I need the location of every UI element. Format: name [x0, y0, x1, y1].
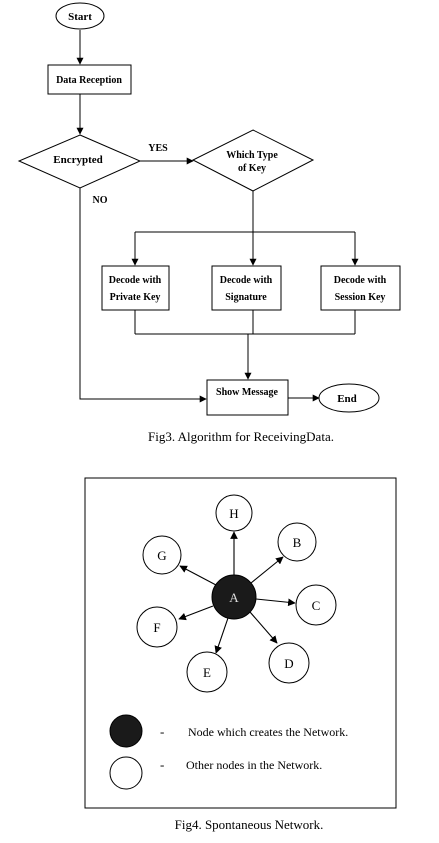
decode-private-label-2: Private Key — [110, 292, 161, 303]
edge-a-c — [255, 598, 296, 607]
decode-session-label-2: Session Key — [335, 292, 386, 303]
legend-other-label: Other nodes in the Network. — [186, 758, 322, 772]
network-nodes — [136, 494, 337, 693]
node-d-label: D — [284, 656, 293, 671]
node-a-label: A — [229, 590, 239, 605]
encrypted-label: Encrypted — [53, 154, 103, 166]
edge-a-g — [179, 565, 217, 586]
start-label: Start — [68, 11, 92, 23]
encrypted-decision — [17, 134, 142, 189]
end-label: End — [337, 393, 357, 405]
which-type-label-1: Which Type — [226, 150, 278, 161]
node-b — [277, 522, 317, 562]
show-message-label: Show Message — [216, 387, 279, 398]
node-h — [215, 494, 253, 532]
node-h-label: H — [229, 506, 238, 521]
end-node — [318, 383, 380, 413]
data-reception-label: Data Reception — [56, 75, 122, 86]
node-e-label: E — [203, 665, 211, 680]
node-a — [211, 574, 257, 620]
decode-private-box — [101, 265, 170, 311]
decode-signature-box — [211, 265, 282, 311]
network-node-labels: A H B C D E F G — [153, 506, 320, 680]
decode-signature-label-2: Signature — [225, 292, 267, 303]
fig4-caption: Fig4. Spontaneous Network. — [175, 817, 324, 832]
node-g — [142, 535, 182, 575]
data-reception-box — [47, 64, 132, 95]
show-message-box — [206, 379, 289, 416]
decode-session-box — [320, 265, 401, 311]
node-g-label: G — [157, 548, 166, 563]
network-legend: - Node which creates the Network. - Othe… — [109, 714, 348, 790]
network-frame — [84, 477, 397, 809]
decode-private-label-1: Decode with — [109, 275, 162, 286]
node-f-label: F — [153, 620, 160, 635]
node-e — [186, 651, 228, 693]
legend-creator-label: Node which creates the Network. — [188, 725, 348, 739]
yes-label: YES — [148, 143, 168, 154]
network-edges — [178, 531, 296, 654]
node-f — [136, 606, 178, 648]
fig3-caption: Fig3. Algorithm for ReceivingData. — [148, 429, 334, 444]
legend-creator-swatch — [109, 714, 143, 748]
edge-a-b — [250, 556, 284, 584]
node-c — [295, 584, 337, 626]
which-type-label-2: of Key — [238, 163, 266, 174]
node-b-label: B — [293, 535, 302, 550]
legend-dash-1: - — [160, 724, 164, 739]
edge-a-f — [178, 605, 214, 621]
node-d — [268, 642, 310, 684]
node-c-label: C — [312, 598, 321, 613]
edge-a-d — [249, 611, 278, 644]
start-node — [55, 2, 105, 30]
edge-encrypted-no — [79, 188, 207, 403]
which-type-decision — [191, 129, 315, 192]
flowchart — [17, 2, 401, 416]
legend-other-swatch — [109, 756, 143, 790]
decode-signature-label-1: Decode with — [220, 275, 273, 286]
no-label: NO — [93, 195, 108, 206]
legend-dash-2: - — [160, 757, 164, 772]
decode-session-label-1: Decode with — [334, 275, 387, 286]
flowchart-labels: Start Data Reception Encrypted YES NO Wh… — [53, 11, 386, 444]
edge-a-e — [214, 617, 229, 654]
